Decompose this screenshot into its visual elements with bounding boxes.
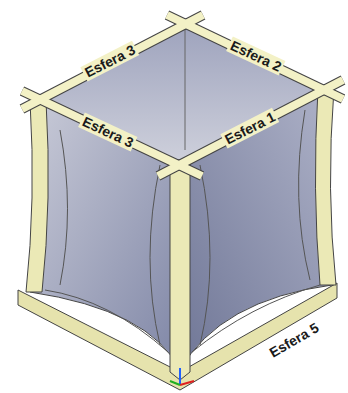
drawing-stage: Esfera 3Esfera 2Esfera 3Esfera 1Esfera 5 — [0, 0, 348, 393]
